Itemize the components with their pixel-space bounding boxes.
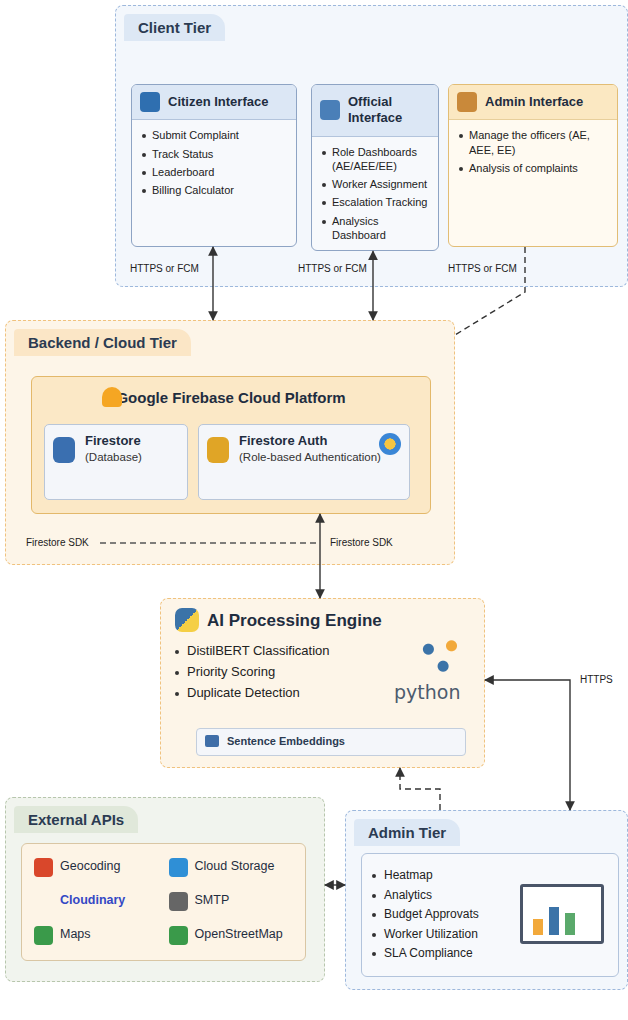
node-title: Heatmap	[362, 866, 522, 886]
tier-band: Admin TierHeatmapAnalyticsBudget Approva…	[345, 810, 628, 990]
node-text: SMTP	[167, 892, 296, 912]
platform-box: Google Firebase Cloud PlatformFirestore (…	[31, 376, 431, 514]
node-text: Cloudinary	[32, 892, 161, 912]
edge-label: Firestore SDK	[328, 536, 395, 549]
node-text: Leaderboard	[132, 163, 296, 181]
node-text: Cloud Storage	[167, 858, 296, 878]
tier-band: External APIsGeocoding Cloud StorageCloud…	[5, 797, 325, 982]
connector	[325, 884, 345, 885]
node-title: Firestore Auth	[239, 433, 403, 448]
connector	[455, 247, 525, 335]
node-text: Analytics	[362, 886, 522, 906]
node-text: SLA Compliance	[362, 944, 522, 964]
interface-card: Citizen InterfaceSubmit ComplaintTrack S…	[131, 84, 297, 247]
node-text: (Role-based Authentication)	[239, 450, 403, 465]
node-title: Backend / Cloud Tier	[14, 329, 191, 356]
interface-card: Admin InterfaceManage the officers (AE, …	[448, 84, 618, 247]
connector	[372, 251, 373, 320]
node-title: Admin Tier	[354, 819, 460, 846]
node-text: Manage the officers (AE, AEE, EE)	[449, 126, 617, 159]
feature-box: HeatmapAnalyticsBudget ApprovatsWorker U…	[361, 853, 619, 977]
node-title: Admin Interface	[449, 85, 617, 120]
node-title: Sentence Embeddings	[227, 735, 457, 747]
node-text: (Database)	[85, 450, 181, 465]
tier-band: Client TierCitizen InterfaceSubmit Compl…	[115, 5, 628, 287]
node-title: Google Firebase Cloud Platform	[32, 377, 430, 416]
node-title: Firestore	[85, 433, 181, 448]
node-text: Budget Approvats	[362, 905, 522, 925]
edge-label: HTTPS or FCM	[128, 262, 201, 275]
node-text: Analysics Dashboard	[312, 212, 438, 245]
node-text: Priority Scoring	[161, 662, 484, 683]
service-box: Firestore Auth (Role-based Authentication…	[198, 424, 410, 500]
service-box: Firestore (Database)	[44, 424, 188, 500]
node-text: OpenStreetMap	[167, 926, 296, 946]
node-text: DistilBERT Classification	[161, 641, 484, 662]
node-title: Citizen Interface	[132, 85, 296, 120]
connector	[485, 680, 570, 810]
node-text: Analysis of complaints	[449, 159, 617, 177]
node-text: Worker Assignment	[312, 175, 438, 193]
node-text: Maps	[32, 926, 161, 946]
node-text: Submit Complaint	[132, 126, 296, 144]
edge-label: HTTPS or FCM	[296, 262, 369, 275]
python-label: python	[392, 680, 462, 704]
node-text: Escalation Tracking	[312, 193, 438, 211]
node-title: External APIs	[14, 806, 138, 833]
edge-label: HTTPS	[578, 673, 615, 686]
node-title: AI Processing Engine	[161, 599, 484, 641]
embedding-bar: Sentence Embeddings	[196, 728, 466, 756]
interface-card: Official InterfaceRole Dashboards (AE/AE…	[311, 84, 439, 251]
node-title: Official Interface	[312, 85, 438, 137]
node-text: Worker Utilization	[362, 925, 522, 945]
sdk-dashed-line	[100, 542, 316, 543]
node-text: Role Dashboards (AE/AEE/EE)	[312, 143, 438, 176]
api-box: Geocoding Cloud StorageCloudinary SMTP Maps…	[21, 843, 306, 961]
sdk-label: Firestore SDK	[24, 536, 91, 549]
connector	[400, 768, 440, 810]
node-title: Client Tier	[124, 14, 225, 41]
node-text: Billing Calculator	[132, 181, 296, 199]
connector	[319, 514, 320, 598]
connector	[212, 247, 213, 320]
node-text: Track Status	[132, 145, 296, 163]
edge-label: HTTPS or FCM	[446, 262, 519, 275]
edge-group	[213, 247, 570, 885]
node-title: Geocoding	[32, 858, 161, 878]
tier-band: Backend / Cloud TierGoogle Firebase Clou…	[5, 320, 455, 565]
